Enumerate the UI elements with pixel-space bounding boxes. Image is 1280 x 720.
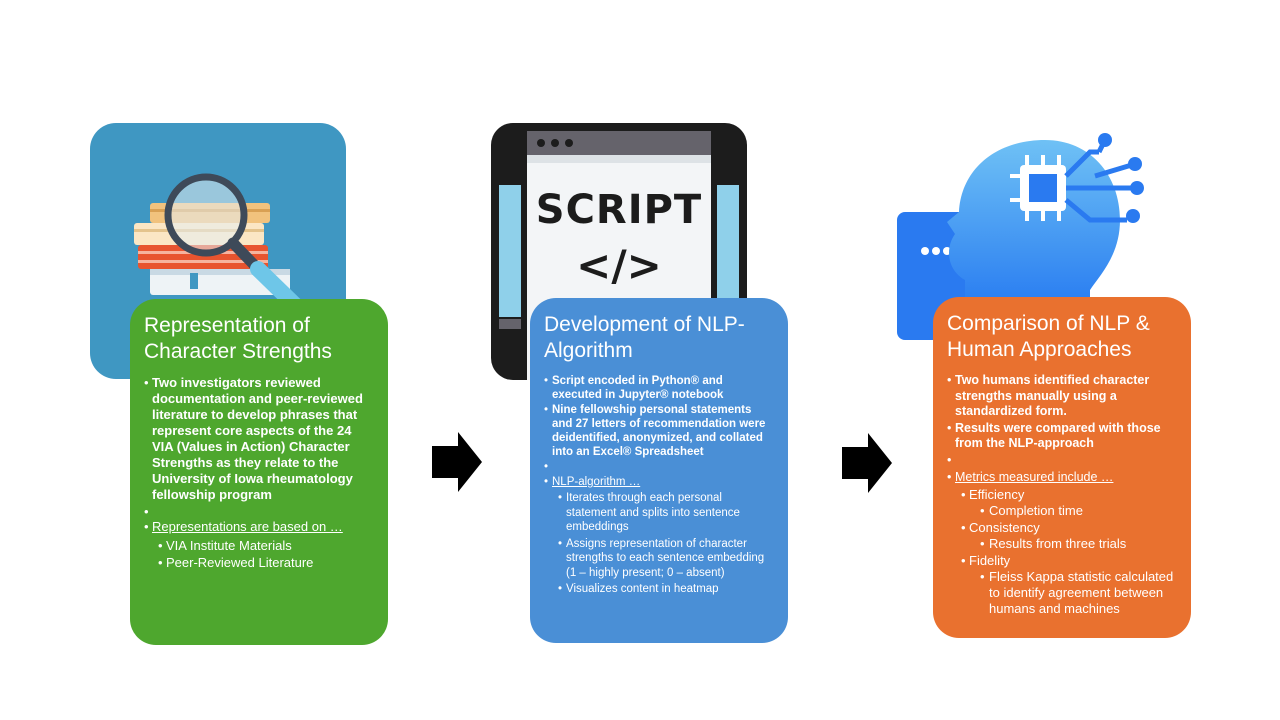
list-item: Two investigators reviewed documentation…	[144, 375, 374, 503]
list-item: Metrics measured include … Efficiency Co…	[947, 470, 1177, 618]
card-representation: Representation of Character Strengths Tw…	[130, 299, 388, 645]
script-label: SCRIPT	[535, 187, 703, 233]
sub-heading: Representations are based on …	[152, 519, 343, 534]
list-item: Iterates through each personal statement…	[552, 491, 774, 535]
metric-name: Fidelity	[969, 553, 1011, 568]
metric-item: Fidelity Fleiss Kappa statistic calculat…	[955, 553, 1177, 617]
arrow-right-icon	[432, 432, 482, 492]
list-item: Assigns representation of character stre…	[552, 537, 774, 581]
metric-name: Efficiency	[969, 487, 1025, 502]
spacer	[144, 504, 374, 520]
bullet-list: Two investigators reviewed documentation…	[144, 375, 374, 571]
sub-heading: Metrics measured include …	[955, 469, 1114, 484]
arrow-right-icon	[842, 433, 892, 493]
list-item: Nine fellowship personal statements and …	[544, 403, 774, 459]
list-item: Two humans identified character strength…	[947, 373, 1177, 420]
card-comparison: Comparison of NLP & Human Approaches Two…	[933, 297, 1191, 638]
list-item: Representations are based on … VIA Insti…	[144, 519, 374, 571]
card-title: Representation of Character Strengths	[144, 314, 332, 363]
list-item: Visualizes content in heatmap	[552, 582, 774, 597]
metric-item: Efficiency Completion time	[955, 487, 1177, 519]
list-item: Results were compared with those from th…	[947, 421, 1177, 452]
card-title: Development of NLP-Algorithm	[544, 313, 745, 362]
metric-detail: Completion time	[977, 503, 1177, 519]
list-item: VIA Institute Materials	[152, 537, 374, 554]
sub-list: Efficiency Completion time Consistency R…	[955, 487, 1177, 617]
sub-heading: NLP-algorithm …	[552, 476, 641, 488]
list-item: NLP-algorithm … Iterates through each pe…	[544, 475, 774, 597]
card-title: Comparison of NLP & Human Approaches	[947, 312, 1150, 361]
code-label: </>	[576, 241, 662, 290]
metric-detail: Fleiss Kappa statistic calculated to ide…	[977, 569, 1177, 617]
card-nlp-development: Development of NLP-Algorithm Script enco…	[530, 298, 788, 643]
list-item: Peer-Reviewed Literature	[152, 554, 374, 571]
bullet-list: Script encoded in Python® and executed i…	[544, 374, 774, 597]
sub-list: VIA Institute Materials Peer-Reviewed Li…	[152, 537, 374, 571]
sub-list: Iterates through each personal statement…	[552, 491, 774, 597]
spacer	[544, 460, 774, 474]
spacer	[947, 453, 1177, 469]
metric-name: Consistency	[969, 520, 1040, 535]
bullet-list: Two humans identified character strength…	[947, 373, 1177, 617]
list-item: Script encoded in Python® and executed i…	[544, 374, 774, 402]
metric-detail: Results from three trials	[977, 536, 1177, 552]
metric-item: Consistency Results from three trials	[955, 520, 1177, 552]
